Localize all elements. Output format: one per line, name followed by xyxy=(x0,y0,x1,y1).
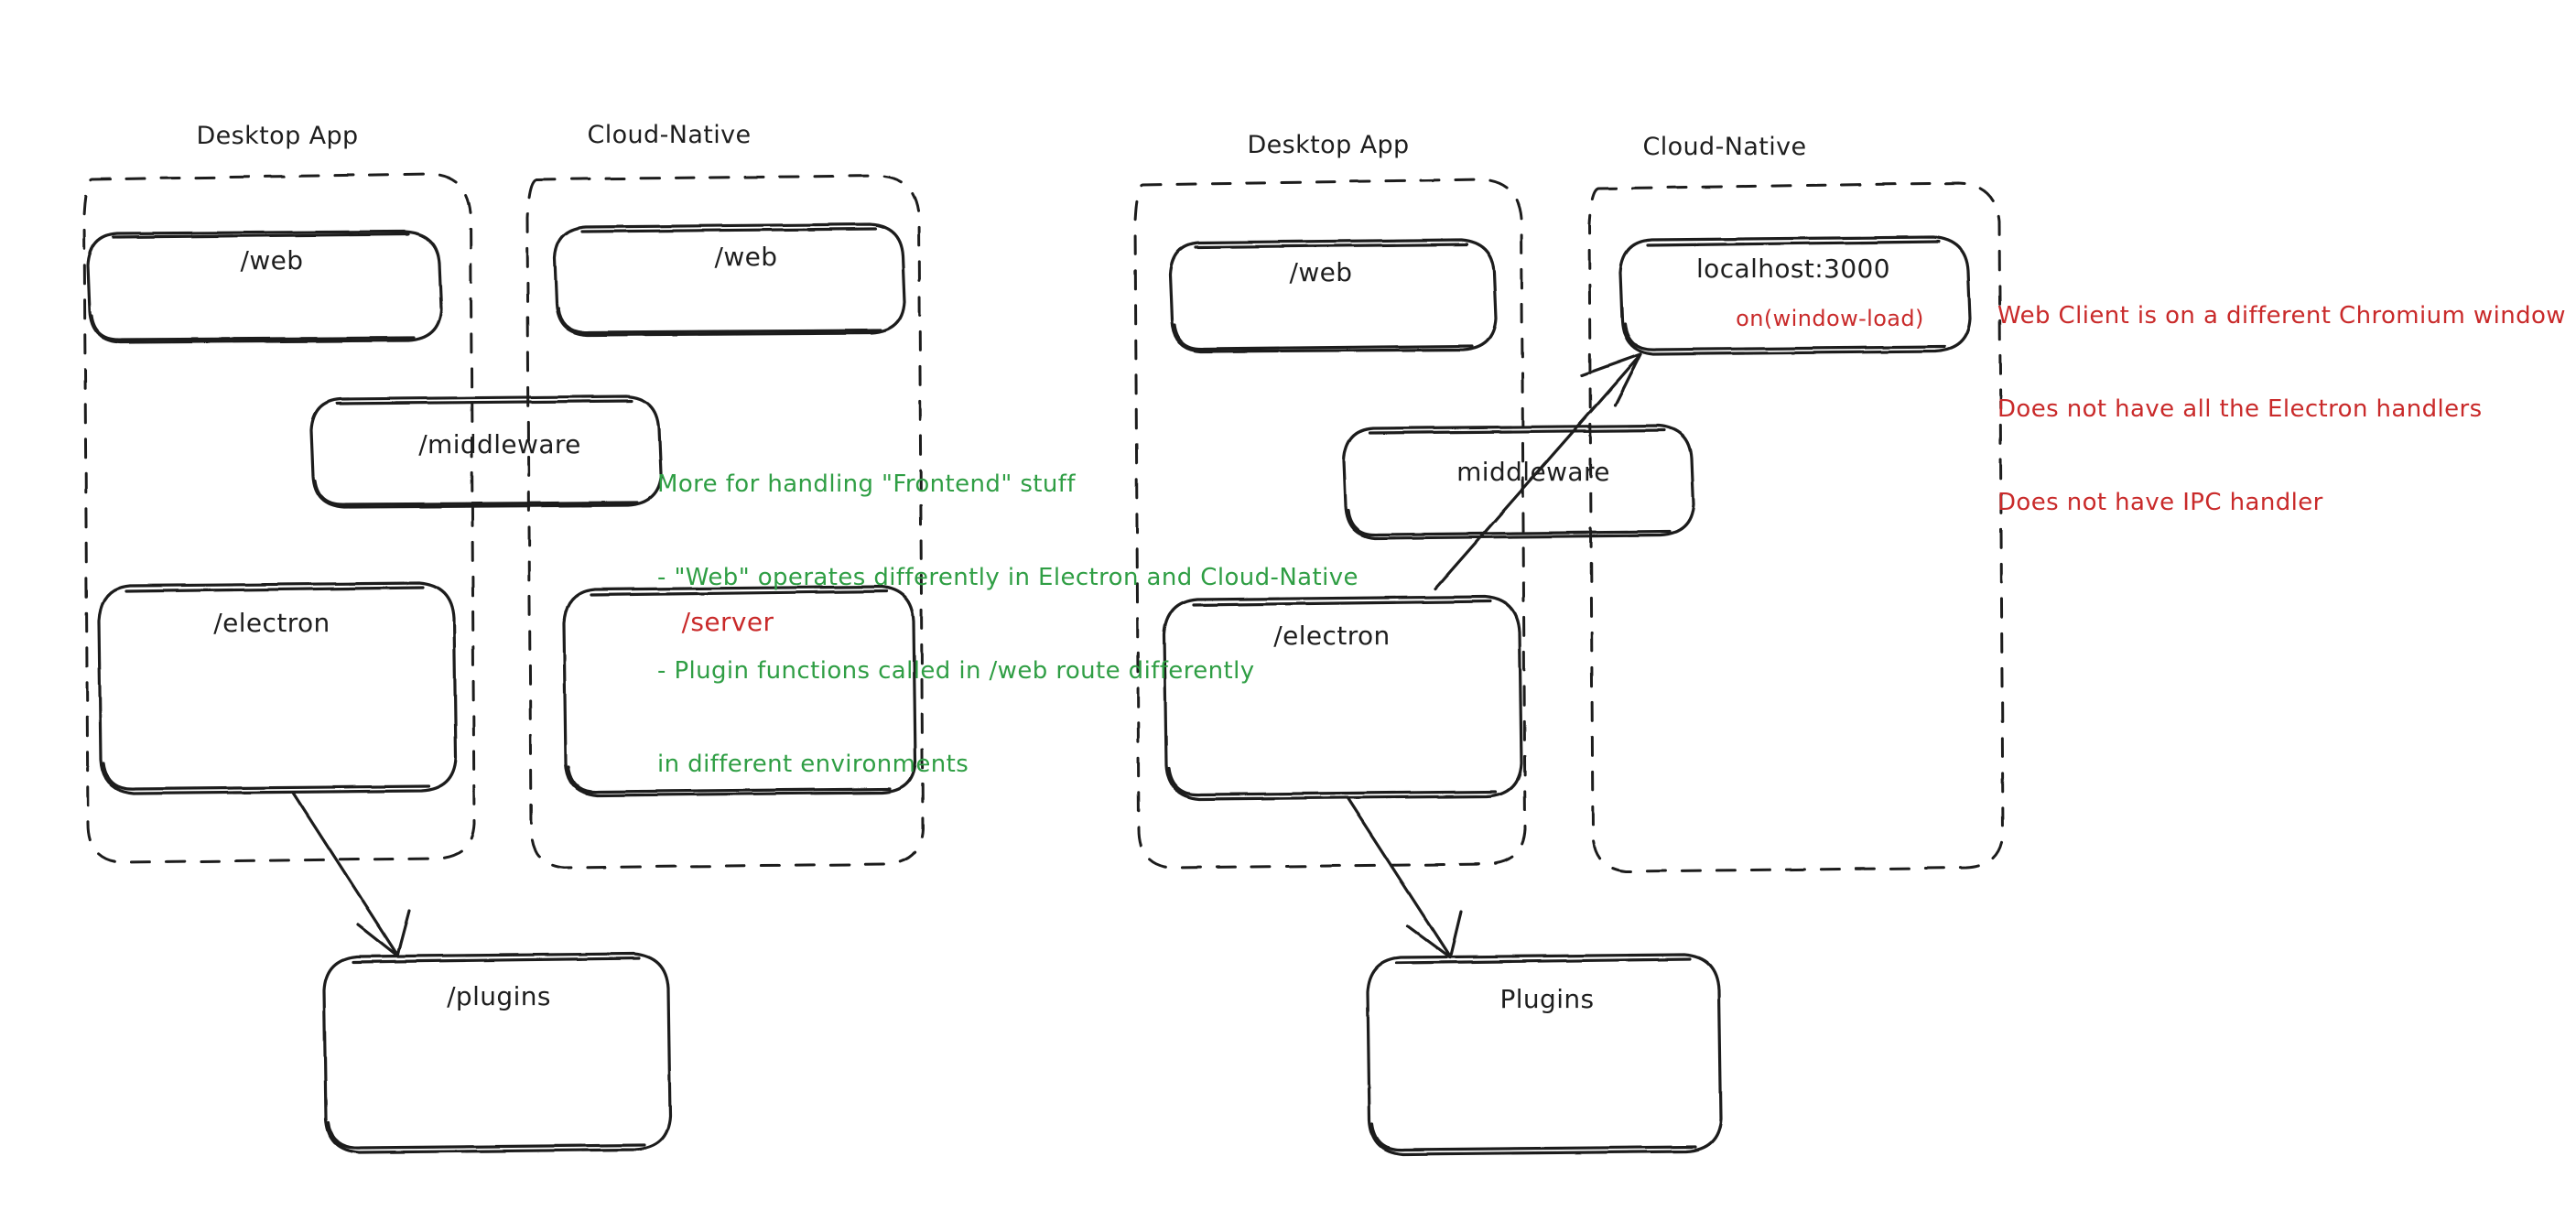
group-title-right-desktop-app: Desktop App xyxy=(1247,131,1410,159)
box-label-left-electron: /electron xyxy=(213,608,330,638)
box-label-left-desktop-web: /web xyxy=(240,245,304,276)
group-title-left-desktop-app: Desktop App xyxy=(196,122,359,150)
box-sublabel-right-localhost-onwindowload: on(window-load) xyxy=(1736,306,1924,331)
box-label-right-middleware: middleware xyxy=(1456,457,1610,487)
arrow-right-electron-to-plugins xyxy=(1346,796,1463,959)
group-title-right-cloud-native: Cloud-Native xyxy=(1642,133,1807,161)
note-green-line-1: More for handling "Frontend" stuff xyxy=(657,470,1076,498)
note-red-line-3: Does not have IPC handler xyxy=(1997,489,2323,516)
box-label-right-localhost: localhost:3000 xyxy=(1696,254,1890,284)
box-label-right-desktop-web: /web xyxy=(1289,257,1353,287)
note-red-line-1: Web Client is on a different Chromium wi… xyxy=(1997,302,2566,330)
note-green-line-4: in different environments xyxy=(657,751,969,778)
note-red-web-client: Web Client is on a different Chromium wi… xyxy=(1997,238,2566,580)
arrow-left-electron-to-plugins xyxy=(291,791,411,957)
note-green-frontend: More for handling "Frontend" stuff - "We… xyxy=(657,406,1358,842)
note-red-line-2: Does not have all the Electron handlers xyxy=(1997,395,2483,423)
group-frame-left-desktop-app xyxy=(82,172,476,864)
note-green-line-3: - Plugin functions called in /web route … xyxy=(657,657,1255,685)
box-label-left-plugins: /plugins xyxy=(447,981,551,1011)
note-green-line-2: - "Web" operates differently in Electron… xyxy=(657,564,1358,591)
box-label-left-server: /server xyxy=(681,607,774,637)
box-label-right-plugins: Plugins xyxy=(1499,984,1595,1014)
box-label-right-electron: /electron xyxy=(1273,621,1391,651)
box-label-left-cloud-web: /web xyxy=(714,242,778,272)
group-frame-right-cloud-native xyxy=(1587,181,2005,873)
group-title-left-cloud-native: Cloud-Native xyxy=(587,121,752,149)
box-label-left-middleware: /middleware xyxy=(418,429,581,459)
